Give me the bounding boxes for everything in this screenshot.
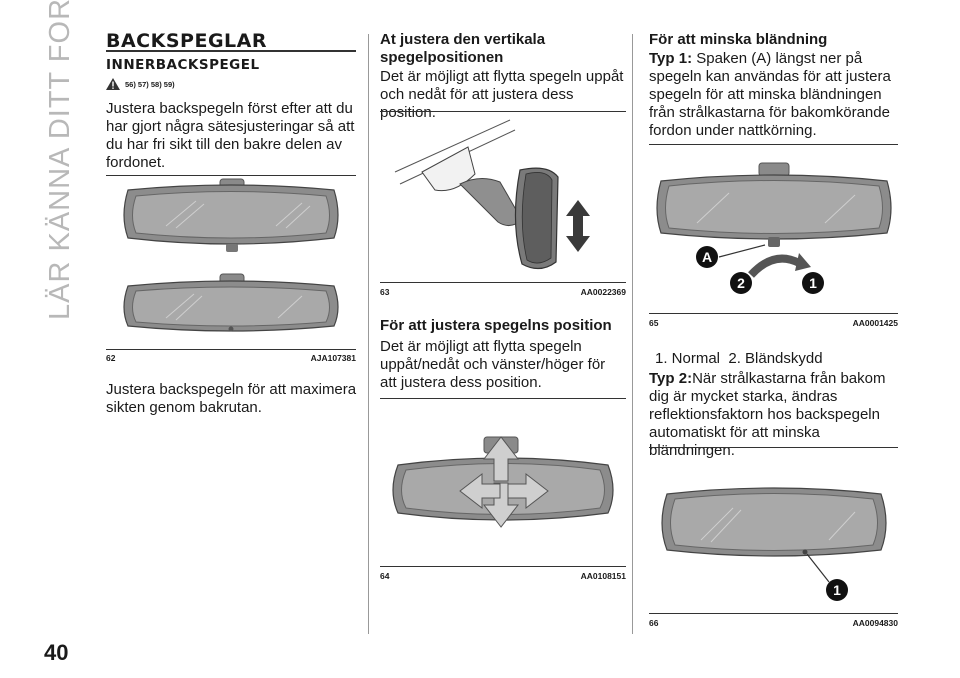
figure-number: 63 <box>380 287 390 297</box>
callout-A: A <box>702 249 712 265</box>
figure-caption: 66 AA0094830 <box>649 618 898 628</box>
figure-caption: 62 AJA107381 <box>106 353 356 363</box>
figure-bottom-rule <box>106 349 356 350</box>
figure-number: 65 <box>649 318 659 328</box>
subsection-heading: För att justera spegelns position <box>380 317 612 334</box>
figure-caption: 65 AA0001425 <box>649 318 898 328</box>
figure-top-rule <box>380 398 626 399</box>
paragraph: Justera backspegeln först efter att du h… <box>106 100 355 171</box>
paragraph: Typ 2:När strålkastarna från bakom dig ä… <box>649 370 899 460</box>
figure-top-rule <box>380 111 626 112</box>
figure-code: AJA107381 <box>310 353 356 363</box>
figure-code: AA0108151 <box>580 571 626 581</box>
section-side-title: LÄR KÄNNA DITT FORDON <box>44 0 84 320</box>
warning-triangle-icon <box>106 78 120 90</box>
figure-bottom-rule <box>649 613 898 614</box>
figure-bottom-rule <box>380 282 626 283</box>
figure-caption: 64 AA0108151 <box>380 571 626 581</box>
figure-top-rule <box>649 447 898 448</box>
warning-ref-numbers: 56) 57) 58) 59) <box>125 79 175 89</box>
paragraph: Justera backspegeln för att maximera sik… <box>106 381 357 416</box>
type-label: Typ 2: <box>649 370 693 387</box>
subsection-heading: INNERBACKSPEGEL <box>106 57 260 73</box>
figure-65-mirror-lever: A 2 1 <box>656 162 892 294</box>
figure-63-mirror-side-view <box>394 119 590 270</box>
figure-code: AA0094830 <box>852 618 898 628</box>
figure-code: AA0022369 <box>580 287 626 297</box>
subsection-heading: För att minska bländning <box>649 31 828 48</box>
figure-bottom-rule <box>649 313 898 314</box>
figure-top-rule <box>649 144 898 145</box>
figure-caption: 63 AA0022369 <box>380 287 626 297</box>
figure-number: 62 <box>106 353 116 363</box>
figure-number: 64 <box>380 571 390 581</box>
paragraph: Det är möjligt att flytta spegeln uppåt/… <box>380 338 606 391</box>
warning-references: 56) 57) 58) 59) <box>106 78 175 90</box>
figure-66-auto-dimming-mirror: 1 <box>661 487 887 601</box>
column-divider <box>368 34 369 634</box>
paragraph: Typ 1: Spaken (A) längst ner på spegeln … <box>649 50 899 140</box>
figure-62-two-mirrors <box>123 178 339 332</box>
callout-1: 1 <box>809 275 817 291</box>
figure-top-rule <box>106 175 356 176</box>
callout-1: 1 <box>833 582 841 598</box>
type-label: Typ 1: <box>649 50 693 67</box>
type-text: När strålkastarna från bakom dig är myck… <box>649 370 886 459</box>
figure-bottom-rule <box>380 566 626 567</box>
heading-rule <box>106 50 356 52</box>
figure-64-mirror-directions <box>392 436 614 528</box>
page-number: 40 <box>44 640 69 665</box>
column-divider <box>632 34 633 634</box>
callout-2: 2 <box>737 275 745 291</box>
paragraph: Det är möjligt att flytta spegeln uppåt … <box>380 68 624 121</box>
figure-number: 66 <box>649 618 659 628</box>
figure-code: AA0001425 <box>852 318 898 328</box>
figure-legend: 1. Normal 2. Bländskydd <box>655 350 823 367</box>
section-title-text: LÄR KÄNNA DITT FORDON <box>44 0 76 320</box>
subsection-heading: At justera den vertikala spegelpositione… <box>380 31 546 66</box>
section-heading: BACKSPEGLAR <box>106 30 267 52</box>
type-text: Spaken (A) längst ner på spegeln kan anv… <box>649 50 891 139</box>
